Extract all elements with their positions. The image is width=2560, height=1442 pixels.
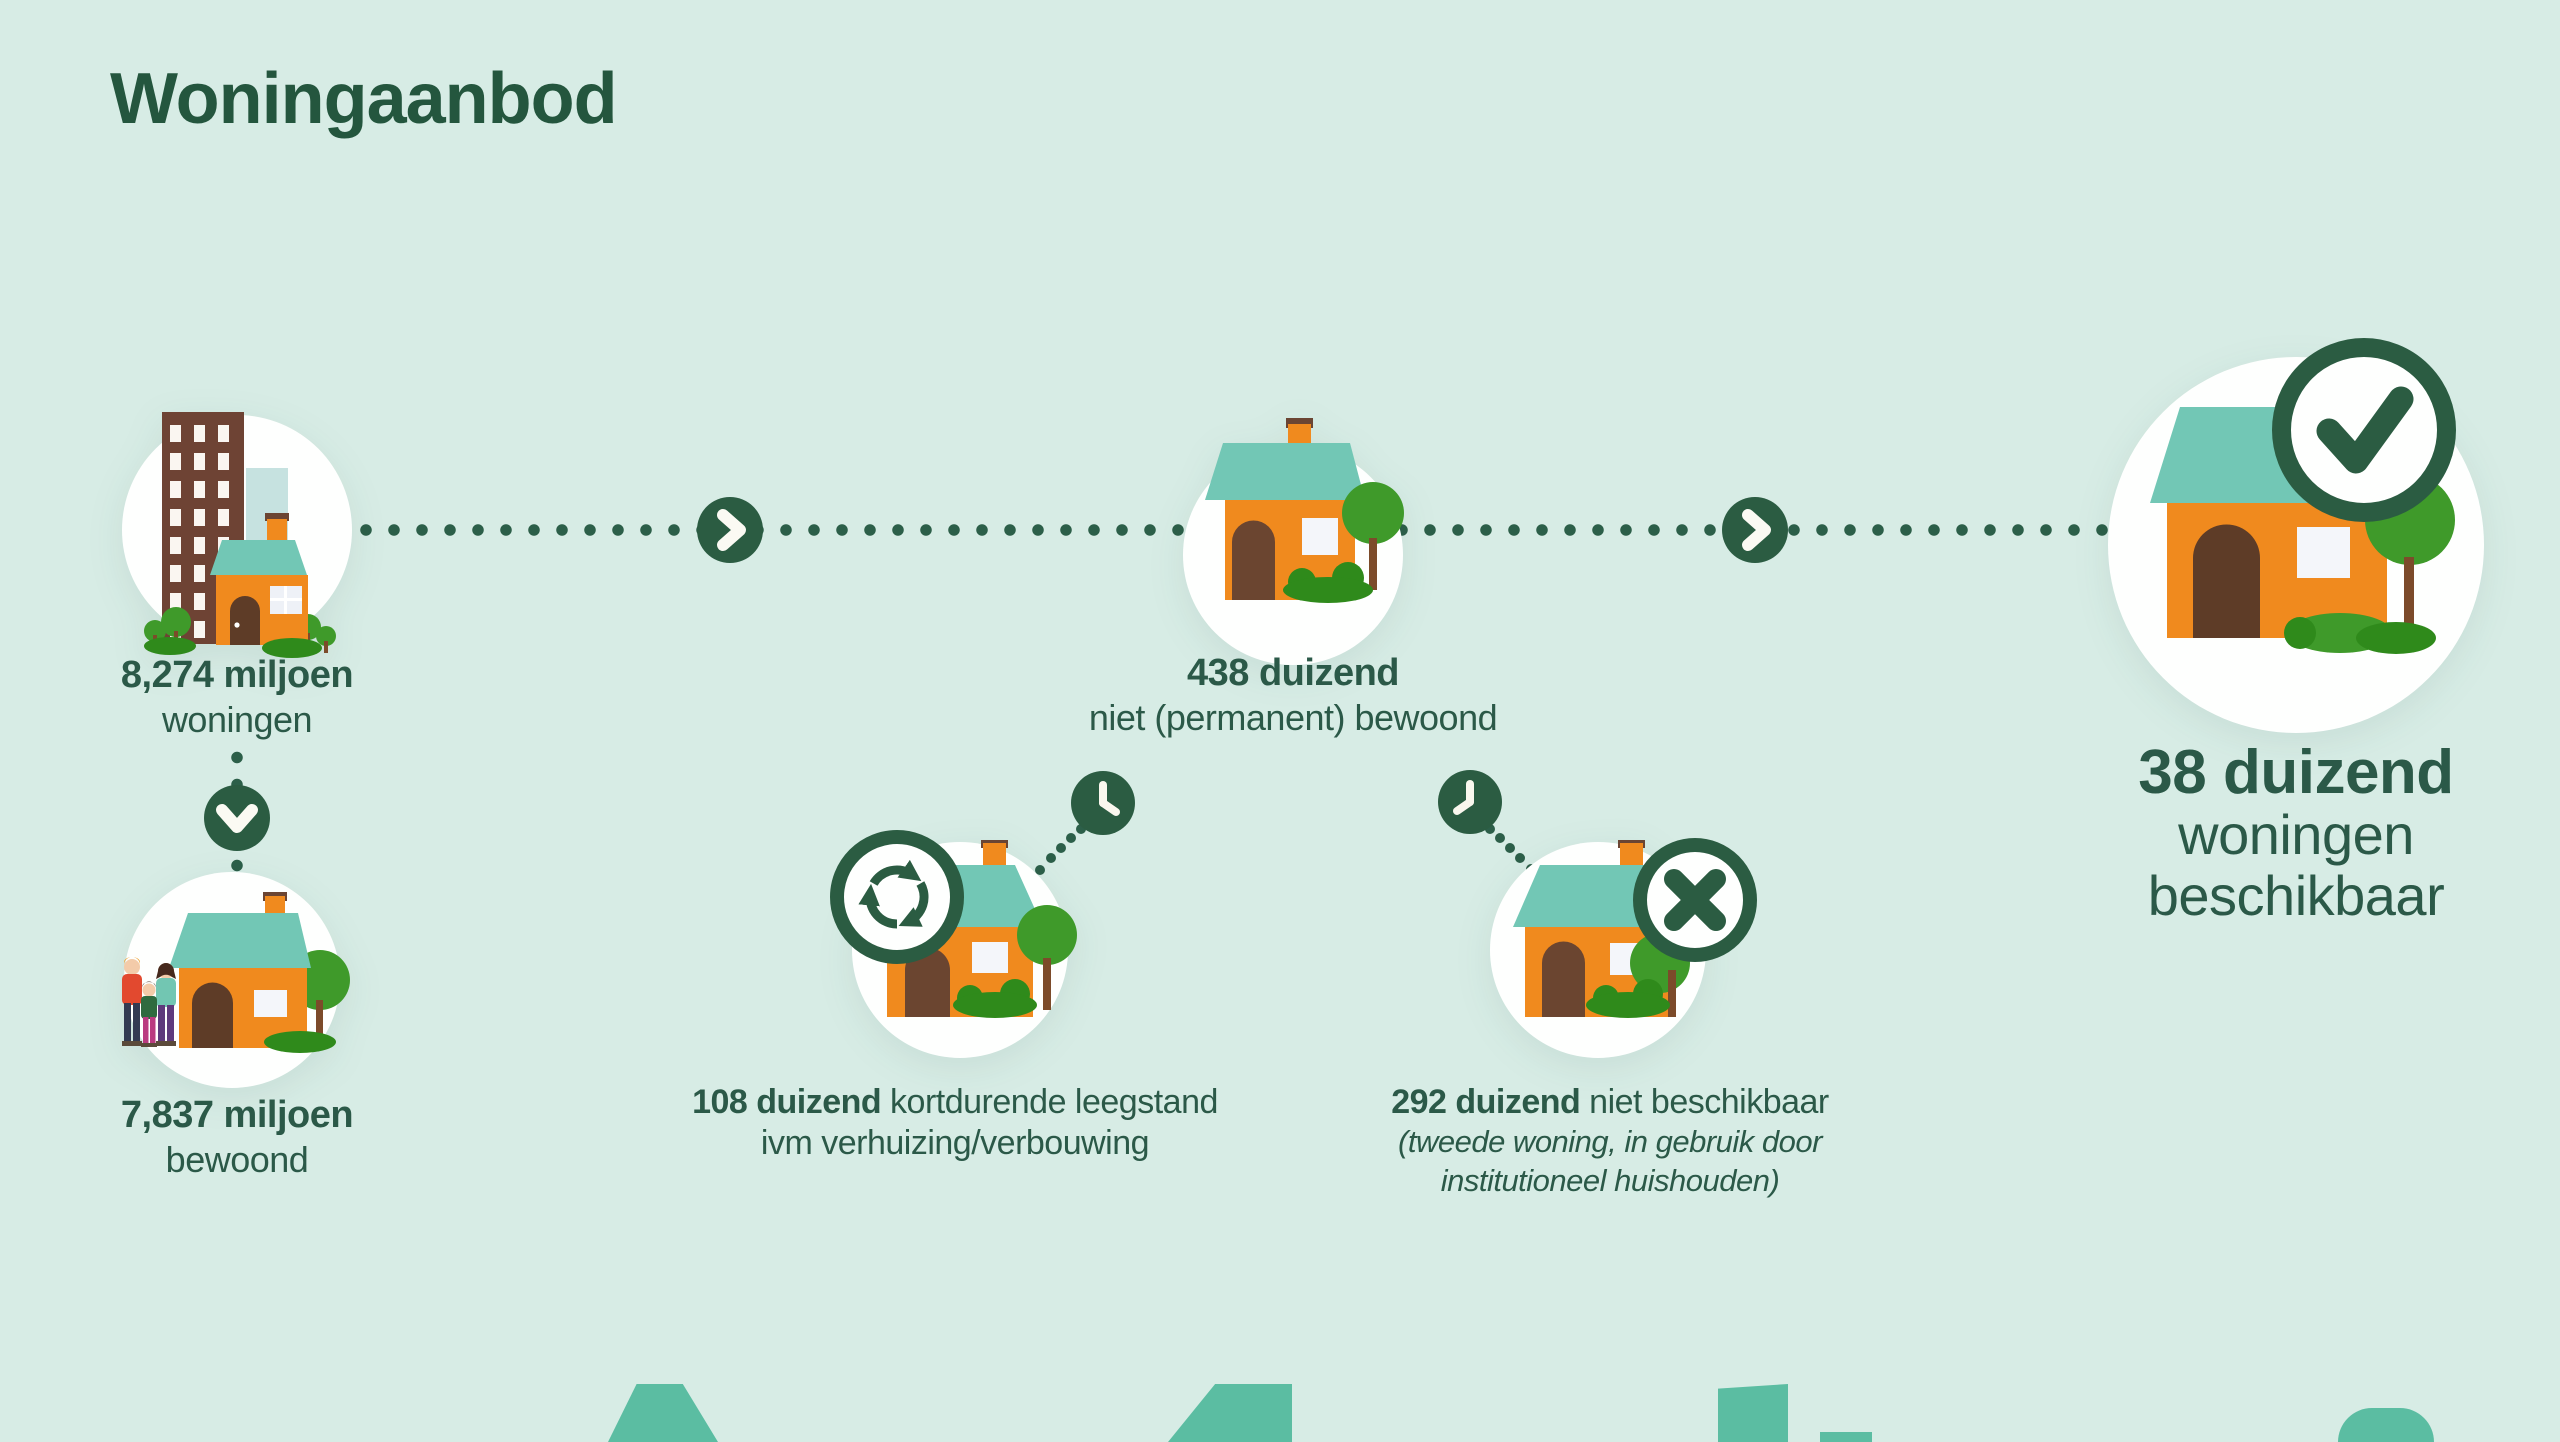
not-permanent-label: niet (permanent) bewoond <box>1088 697 1498 739</box>
short-vacancy-value: 108 duizend <box>692 1083 882 1121</box>
cross-icon <box>1633 838 1757 962</box>
not-available-note-line1: (tweede woning, in gebruik door <box>1398 1123 1822 1159</box>
total-label: woningen <box>161 699 313 741</box>
house-icon <box>1180 410 1420 670</box>
available-value: 38 duizend <box>2138 738 2454 807</box>
occupied-label: bewoond <box>165 1139 309 1181</box>
diag-dot <box>1046 853 1056 863</box>
arrow-right-icon <box>697 497 763 563</box>
diag-dot <box>1505 843 1515 853</box>
diag-dot <box>1066 833 1076 843</box>
available-label-line2: beschikbaar <box>2147 863 2445 927</box>
occupied-text: 7,837 miljoen bewoond <box>37 1092 437 1182</box>
bottom-partial-shape <box>608 1384 718 1442</box>
page-title: Woningaanbod <box>110 59 618 139</box>
diag-dot <box>1485 824 1495 834</box>
total-value: 8,274 miljoen <box>120 654 354 696</box>
recycle-icon <box>830 830 964 964</box>
bottom-partial-shape <box>1168 1384 1292 1442</box>
diag-dot <box>1076 824 1086 834</box>
diag-dot <box>1515 853 1525 863</box>
available-label-line1: woningen <box>2178 803 2414 867</box>
clock-icon <box>1438 770 1502 834</box>
available-text: 38 duizend woningen beschikbaar <box>2066 740 2526 926</box>
diag-dot <box>1495 833 1505 843</box>
bottom-partial-shape <box>1820 1432 1872 1442</box>
bottom-partial-dome-shape <box>2338 1408 2434 1442</box>
house-with-family-icon <box>112 870 357 1095</box>
not-available-note-line2: institutioneel huishouden) <box>1440 1162 1780 1198</box>
short-vacancy-label: kortdurende leegstand <box>890 1083 1218 1121</box>
diag-dot <box>1056 843 1066 853</box>
apartment-and-house-icon <box>110 403 365 658</box>
not-permanent-text: 438 duizend niet (permanent) bewoond <box>1038 650 1548 740</box>
not-available-value: 292 duizend <box>1391 1083 1581 1121</box>
bottom-partial-shape <box>1718 1384 1788 1442</box>
not-available-label: niet beschikbaar <box>1589 1083 1829 1121</box>
arrow-down-icon <box>204 785 270 851</box>
clock-icon <box>1071 771 1135 835</box>
short-vacancy-line2: ivm verhuizing/verbouwing <box>760 1123 1150 1162</box>
check-icon <box>2272 338 2456 522</box>
diag-dot <box>1035 865 1045 875</box>
arrow-right-icon <box>1722 497 1788 563</box>
total-text: 8,274 miljoen woningen <box>37 652 437 742</box>
occupied-value: 7,837 miljoen <box>120 1094 354 1136</box>
not-permanent-value: 438 duizend <box>1187 652 1400 694</box>
